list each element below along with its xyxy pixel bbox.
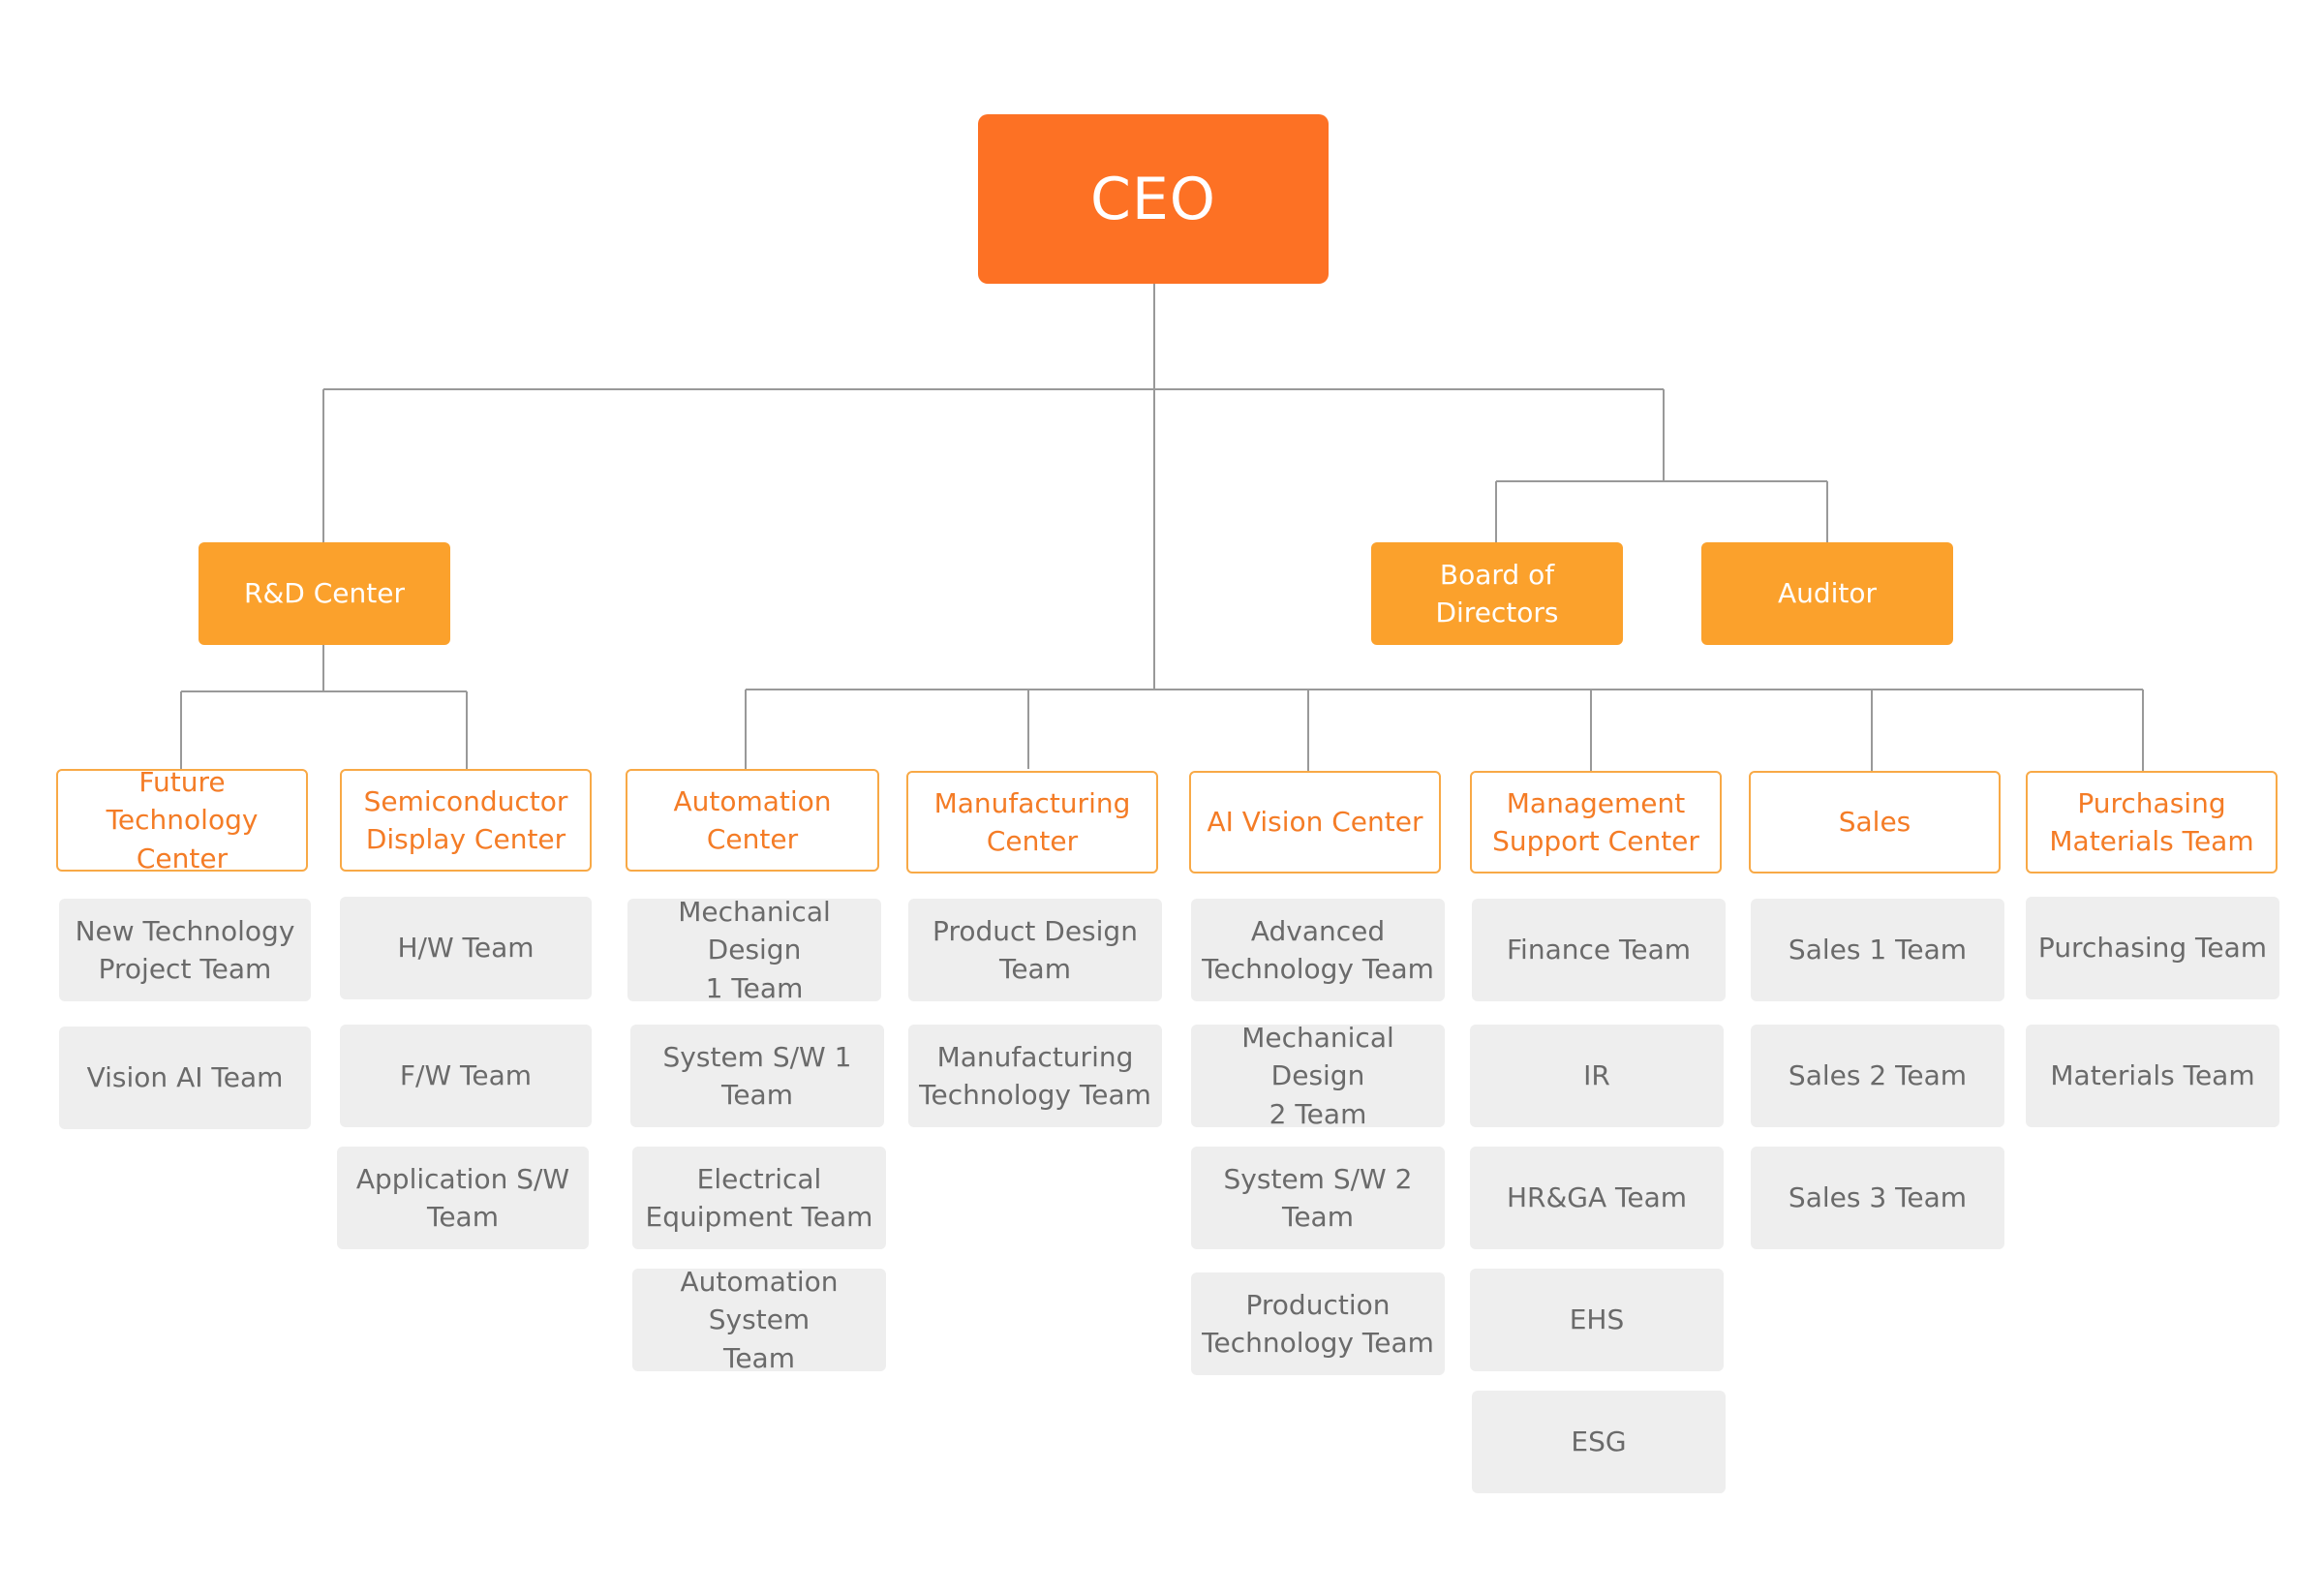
team-label: ESG	[1571, 1425, 1627, 1458]
team-box: Sales 3 Team	[1751, 1147, 2004, 1249]
team-label: Materials Team	[2050, 1059, 2255, 1092]
team-label: Sales 1 Team	[1788, 934, 1968, 966]
auditor-box: Auditor	[1701, 542, 1953, 645]
team-label: Sales 2 Team	[1788, 1059, 1968, 1092]
team-box: Mechanical Design 1 Team	[627, 896, 881, 1004]
center-label: Sales	[1838, 806, 1911, 839]
team-label: Manufacturing Technology Team	[919, 1040, 1151, 1111]
rd-center-box: R&D Center	[199, 542, 450, 645]
team-label: Mechanical Design 1 Team	[678, 896, 831, 1004]
center-management-support: Management Support Center	[1470, 771, 1722, 874]
team-box: Advanced Technology Team	[1191, 899, 1445, 1001]
team-box: Purchasing Team	[2026, 897, 2279, 999]
team-box: Sales 1 Team	[1751, 899, 2004, 1001]
team-box: F/W Team	[340, 1025, 592, 1127]
center-label: Semiconductor Display Center	[363, 784, 568, 855]
center-automation: Automation Center	[626, 769, 879, 872]
center-semiconductor-display: Semiconductor Display Center	[340, 769, 592, 872]
team-label: Automation System Team	[680, 1266, 839, 1374]
team-box: Vision AI Team	[59, 1027, 311, 1129]
ceo-box: CEO	[978, 114, 1329, 284]
team-box: Mechanical Design 2 Team	[1191, 1022, 1445, 1130]
center-label: Automation Center	[673, 784, 832, 855]
center-future-technology: Future Technology Center	[56, 766, 308, 874]
team-box: H/W Team	[340, 897, 592, 999]
team-label: Vision AI Team	[86, 1061, 284, 1094]
team-box: Manufacturing Technology Team	[908, 1025, 1162, 1127]
center-sales: Sales	[1749, 771, 2001, 874]
team-box: System S/W 1 Team	[630, 1025, 884, 1127]
ceo-label: CEO	[1089, 165, 1217, 233]
team-label: Mechanical Design 2 Team	[1241, 1022, 1394, 1130]
team-label: IR	[1583, 1059, 1610, 1092]
team-box: ESG	[1472, 1391, 1726, 1493]
team-label: System S/W 2 Team	[1223, 1162, 1413, 1233]
team-label: HR&GA Team	[1506, 1181, 1688, 1214]
center-label: AI Vision Center	[1207, 806, 1423, 839]
team-box: Finance Team	[1472, 899, 1726, 1001]
team-label: Product Design Team	[933, 914, 1138, 985]
team-label: F/W Team	[399, 1059, 533, 1092]
team-label: System S/W 1 Team	[662, 1040, 852, 1111]
center-label: Management Support Center	[1492, 786, 1699, 857]
team-box: System S/W 2 Team	[1191, 1147, 1445, 1249]
center-manufacturing: Manufacturing Center	[906, 771, 1158, 874]
team-box: Sales 2 Team	[1751, 1025, 2004, 1127]
team-box: Electrical Equipment Team	[632, 1147, 886, 1249]
team-box: New Technology Project Team	[59, 899, 311, 1001]
center-label: Purchasing Materials Team	[2049, 786, 2254, 857]
team-box: Product Design Team	[908, 899, 1162, 1001]
team-box: Application S/W Team	[337, 1147, 589, 1249]
team-box: HR&GA Team	[1470, 1147, 1724, 1249]
team-box: Materials Team	[2026, 1025, 2279, 1127]
board-of-directors-label: Board of Directors	[1435, 558, 1559, 628]
board-of-directors-box: Board of Directors	[1371, 542, 1623, 645]
team-label: Production Technology Team	[1202, 1288, 1434, 1359]
team-box: EHS	[1470, 1269, 1724, 1371]
team-label: New Technology Project Team	[75, 914, 295, 985]
team-label: Sales 3 Team	[1788, 1181, 1968, 1214]
center-ai-vision: AI Vision Center	[1189, 771, 1441, 874]
center-label: Future Technology Center	[106, 766, 259, 874]
rd-center-label: R&D Center	[244, 577, 405, 610]
team-label: Electrical Equipment Team	[645, 1162, 873, 1233]
auditor-label: Auditor	[1777, 577, 1878, 610]
center-label: Manufacturing Center	[933, 786, 1131, 857]
team-label: EHS	[1569, 1303, 1625, 1336]
team-box: Production Technology Team	[1191, 1272, 1445, 1375]
center-purchasing-materials: Purchasing Materials Team	[2026, 771, 2278, 874]
team-box: Automation System Team	[632, 1266, 886, 1374]
team-box: IR	[1470, 1025, 1724, 1127]
team-label: Advanced Technology Team	[1202, 914, 1434, 985]
team-label: H/W Team	[397, 932, 535, 965]
team-label: Purchasing Team	[2037, 932, 2268, 965]
team-label: Application S/W Team	[355, 1162, 570, 1233]
team-label: Finance Team	[1506, 934, 1692, 966]
